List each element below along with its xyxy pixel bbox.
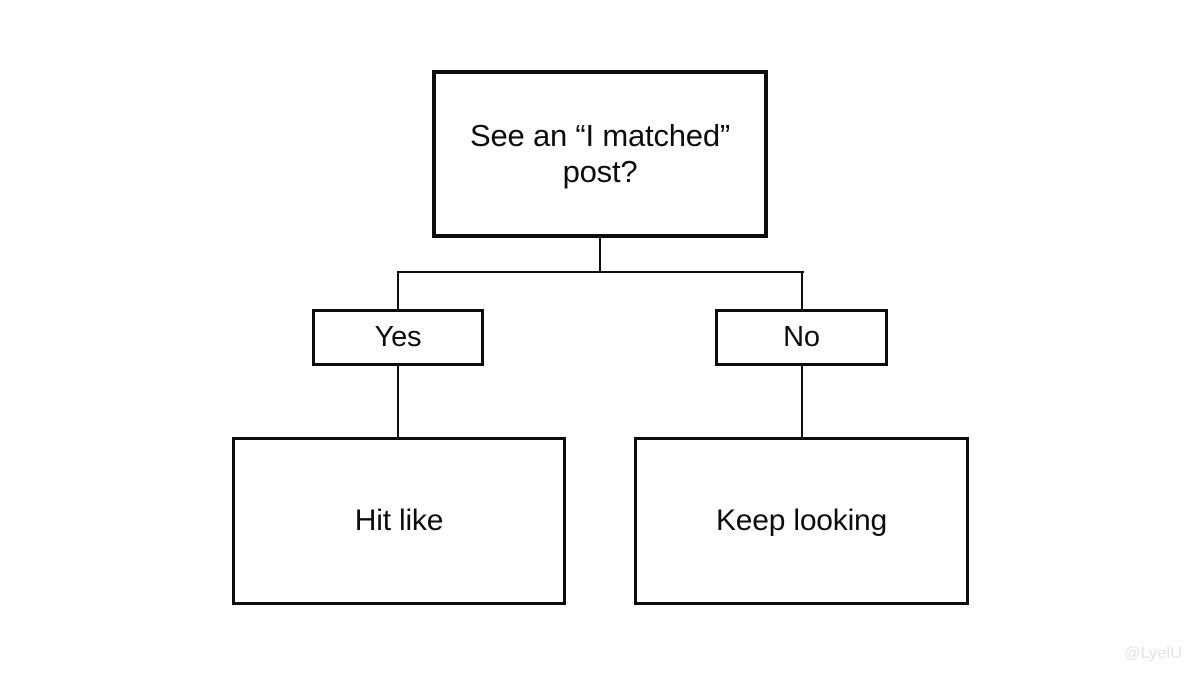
connector-no-to-keep-looking [801, 365, 803, 438]
connector-root-to-yes [397, 271, 399, 310]
flow-node-root-label: See an “I matched” post? [469, 118, 731, 189]
flow-node-hit-like-label: Hit like [354, 503, 444, 537]
flow-node-yes[interactable]: Yes [312, 309, 484, 366]
flow-node-no[interactable]: No [715, 309, 888, 366]
connector-root-stem [599, 238, 601, 273]
flow-node-keep-looking-label: Keep looking [715, 503, 888, 537]
connector-root-to-no [801, 271, 803, 310]
connector-yes-to-hit-like [397, 365, 399, 438]
connector-split-bar [398, 271, 804, 273]
flow-node-keep-looking[interactable]: Keep looking [634, 437, 969, 605]
flow-node-root-decision[interactable]: See an “I matched” post? [432, 70, 768, 238]
flow-node-hit-like[interactable]: Hit like [232, 437, 566, 605]
flow-node-no-label: No [783, 320, 820, 353]
watermark-handle: @LyelU [1124, 645, 1182, 662]
flow-node-yes-label: Yes [374, 320, 422, 353]
